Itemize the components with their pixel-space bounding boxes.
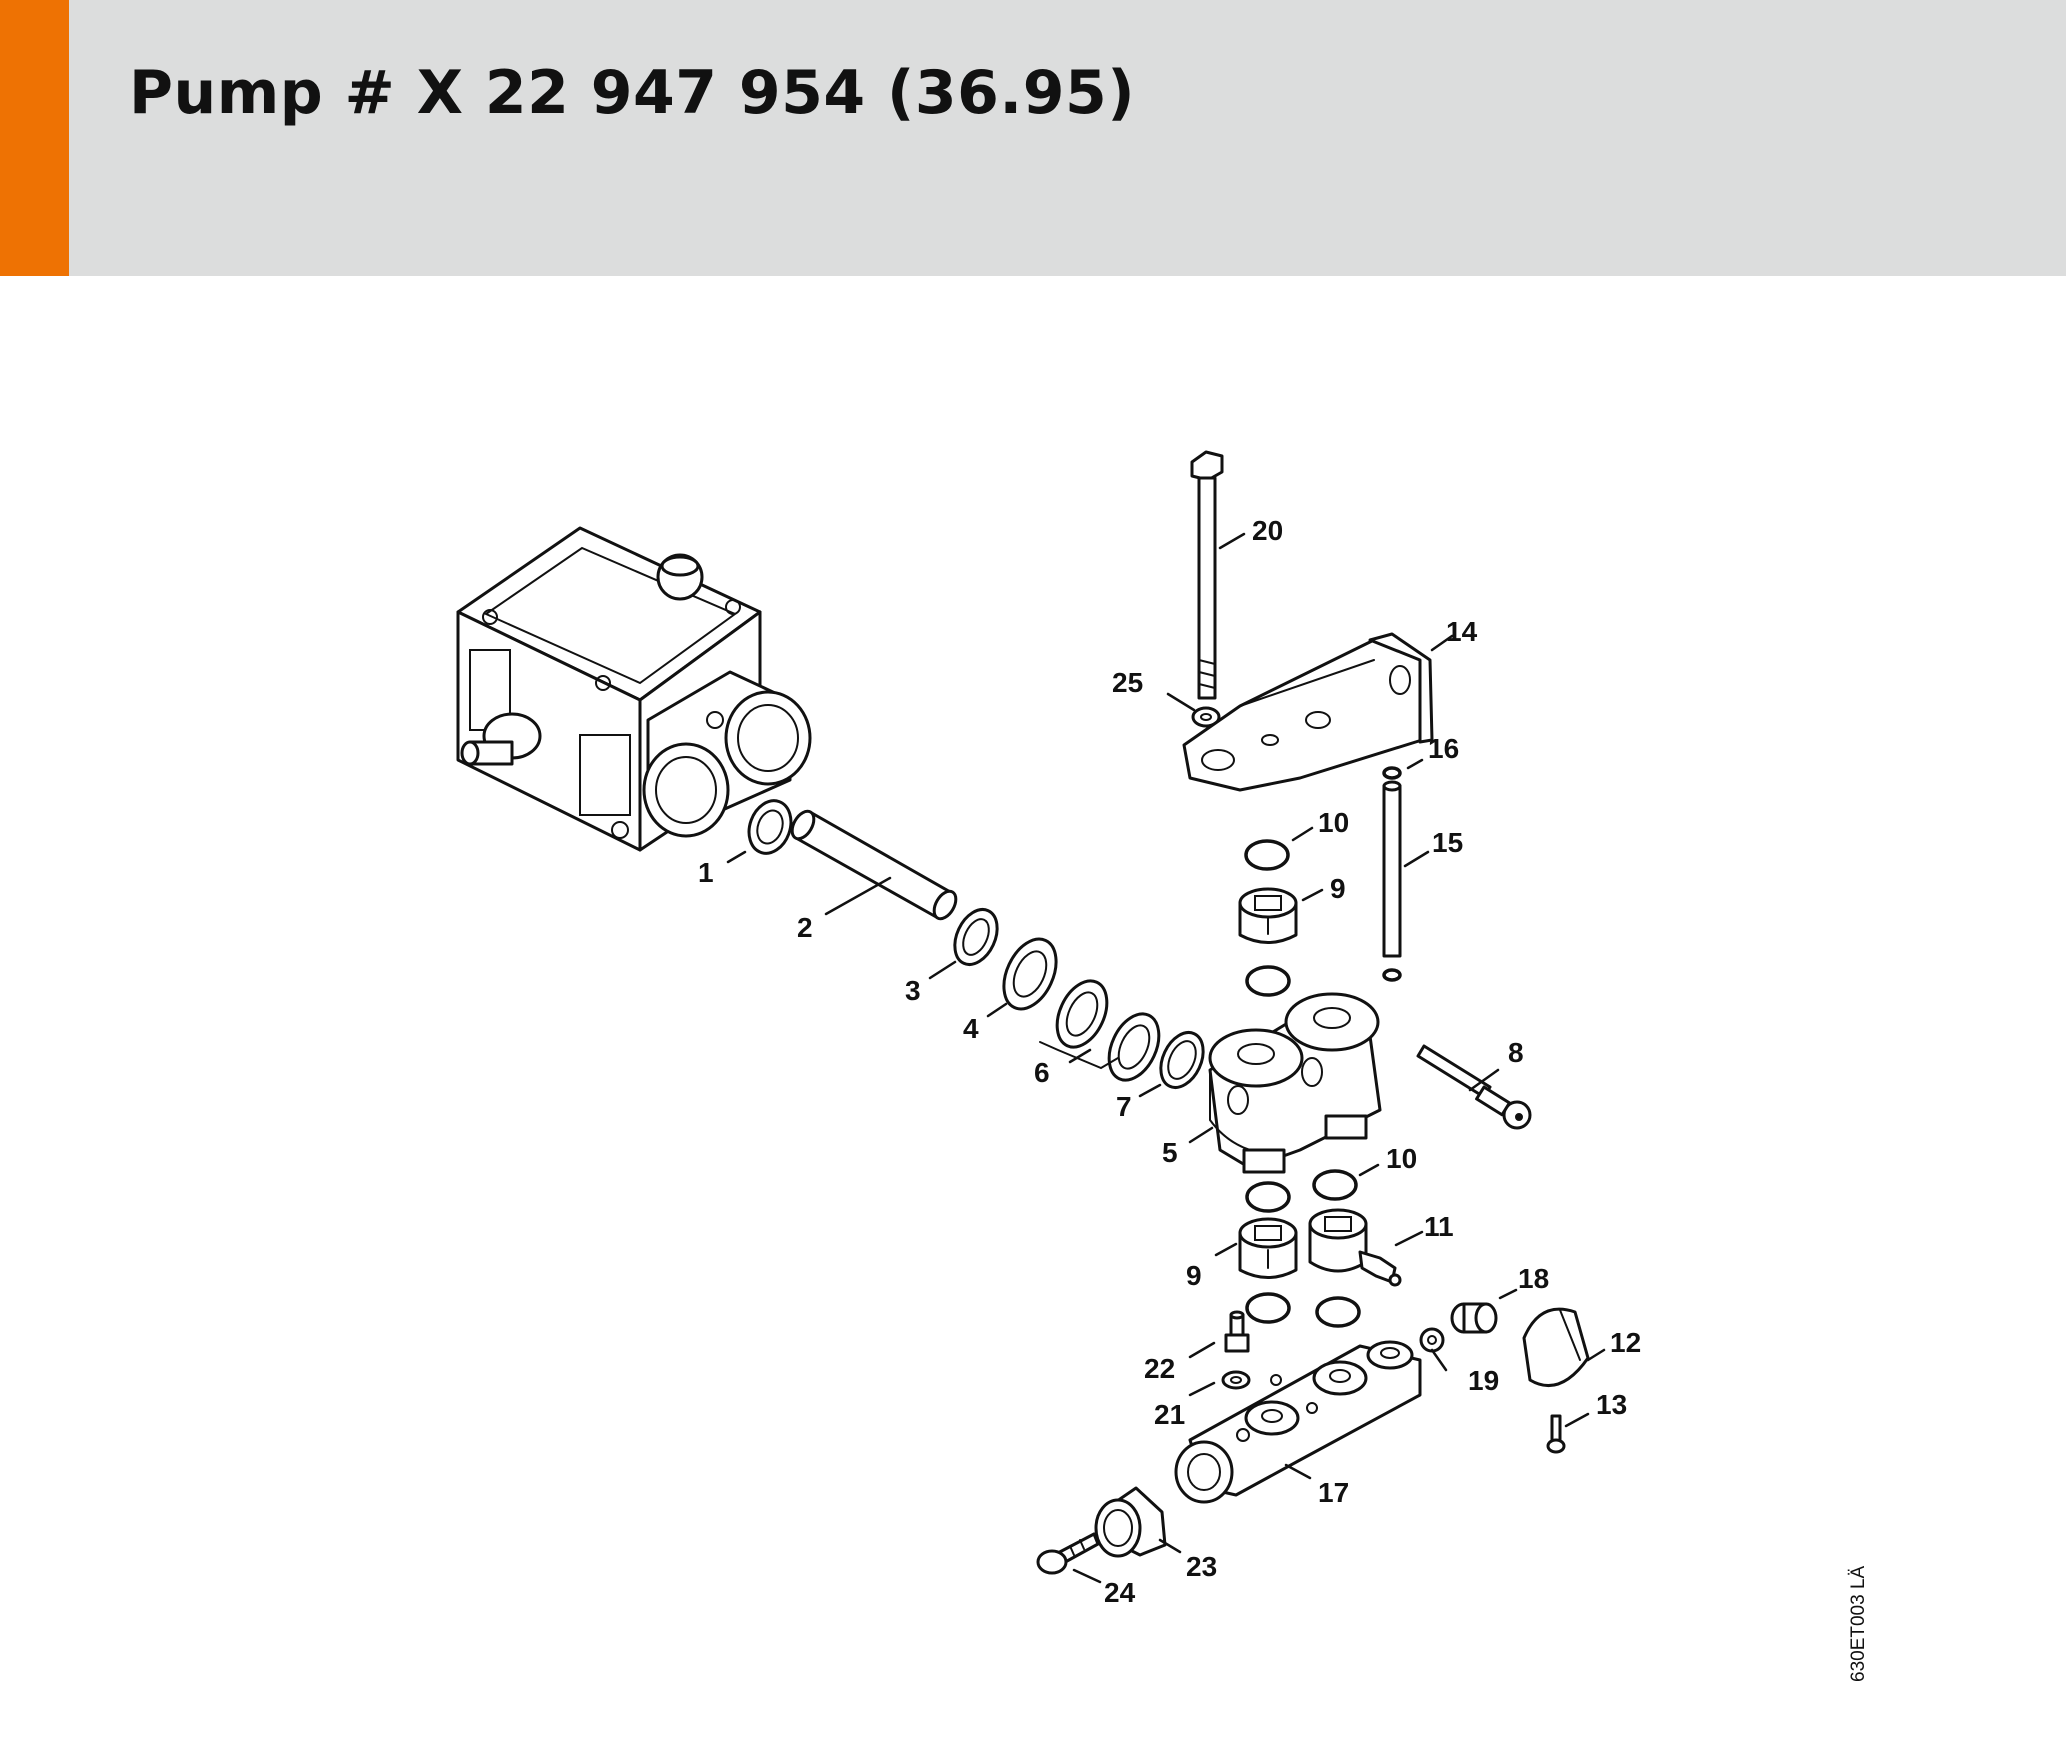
part-1-seal bbox=[747, 799, 793, 855]
callout-12: 12 bbox=[1610, 1327, 1641, 1358]
callout-4: 4 bbox=[963, 1013, 979, 1044]
part-10-oring-lower-right bbox=[1312, 1169, 1358, 1201]
part-12-knob bbox=[1522, 1307, 1590, 1388]
callout-labels: 1 2 3 4 5 6 7 8 9 9 10 10 11 12 13 14 15… bbox=[698, 515, 1641, 1608]
callout-11: 11 bbox=[1424, 1211, 1454, 1242]
callout-8: 8 bbox=[1508, 1037, 1524, 1068]
part-3-washer bbox=[953, 908, 999, 966]
callout-15: 15 bbox=[1432, 827, 1463, 858]
callout-19: 19 bbox=[1468, 1365, 1499, 1396]
callout-9-upper: 9 bbox=[1330, 873, 1346, 904]
part-16-oring-lower bbox=[1382, 968, 1402, 982]
callout-13: 13 bbox=[1596, 1389, 1627, 1420]
callout-9-lower: 9 bbox=[1186, 1260, 1202, 1291]
callout-5: 5 bbox=[1162, 1137, 1178, 1168]
part-2-piston bbox=[790, 809, 958, 921]
callout-20: 20 bbox=[1252, 515, 1283, 546]
drawing-code: 630ET003 LÄ bbox=[1848, 1565, 1869, 1682]
accent-bar bbox=[0, 0, 69, 276]
part-21-washer bbox=[1221, 1370, 1251, 1390]
part-19-washer bbox=[1419, 1327, 1445, 1353]
callout-6: 6 bbox=[1034, 1057, 1050, 1088]
callout-10-upper: 10 bbox=[1318, 807, 1349, 838]
callout-17: 17 bbox=[1318, 1477, 1349, 1508]
part-24-screw bbox=[1036, 1532, 1100, 1575]
callout-22: 22 bbox=[1144, 1353, 1175, 1384]
part-9-oring-left bbox=[1245, 1181, 1291, 1213]
part-11-valve bbox=[1308, 1208, 1402, 1287]
part-16-oring bbox=[1382, 766, 1402, 780]
callout-16: 16 bbox=[1428, 733, 1459, 764]
callout-23: 23 bbox=[1186, 1551, 1217, 1582]
part-17-outlet-manifold bbox=[1174, 1340, 1422, 1504]
part-6-seal-kit bbox=[1039, 979, 1161, 1082]
part-7-ring bbox=[1159, 1031, 1205, 1089]
part-14-manifold bbox=[1182, 632, 1434, 792]
leader-lines bbox=[726, 532, 1606, 1584]
callout-10-lower: 10 bbox=[1386, 1143, 1417, 1174]
part-13-screw bbox=[1546, 1414, 1566, 1454]
part-5-pump-head bbox=[1208, 992, 1382, 1174]
callout-3: 3 bbox=[905, 975, 921, 1006]
gearbox-housing bbox=[456, 526, 812, 852]
part-10-oring-bottom-right bbox=[1315, 1296, 1361, 1328]
callout-21: 21 bbox=[1154, 1399, 1185, 1430]
callout-7: 7 bbox=[1116, 1091, 1132, 1122]
part-9-valve-upper bbox=[1238, 887, 1298, 944]
page-header: Pump # X 22 947 954 (36.95) bbox=[0, 0, 2066, 276]
part-4-seal bbox=[1002, 937, 1058, 1011]
part-15-tube bbox=[1382, 780, 1402, 958]
part-23-fitting bbox=[1094, 1486, 1167, 1558]
callout-24: 24 bbox=[1104, 1577, 1136, 1608]
callout-18: 18 bbox=[1518, 1263, 1549, 1294]
callout-25: 25 bbox=[1112, 667, 1143, 698]
part-25-washer bbox=[1191, 706, 1221, 728]
part-18-plug bbox=[1450, 1302, 1498, 1334]
part-9-oring-bottom-left bbox=[1245, 1292, 1291, 1324]
callout-14: 14 bbox=[1446, 616, 1478, 647]
callout-2: 2 bbox=[797, 912, 813, 943]
part-20-bolt bbox=[1190, 450, 1224, 700]
part-10-oring-upper bbox=[1244, 839, 1290, 871]
part-9-valve-lower bbox=[1238, 1217, 1298, 1279]
part-8-screw bbox=[1416, 1044, 1532, 1130]
part-22-nipple bbox=[1224, 1310, 1250, 1353]
part-10-oring-mid bbox=[1245, 965, 1291, 997]
callout-1: 1 bbox=[698, 857, 714, 888]
page-title: Pump # X 22 947 954 (36.95) bbox=[129, 58, 1136, 128]
